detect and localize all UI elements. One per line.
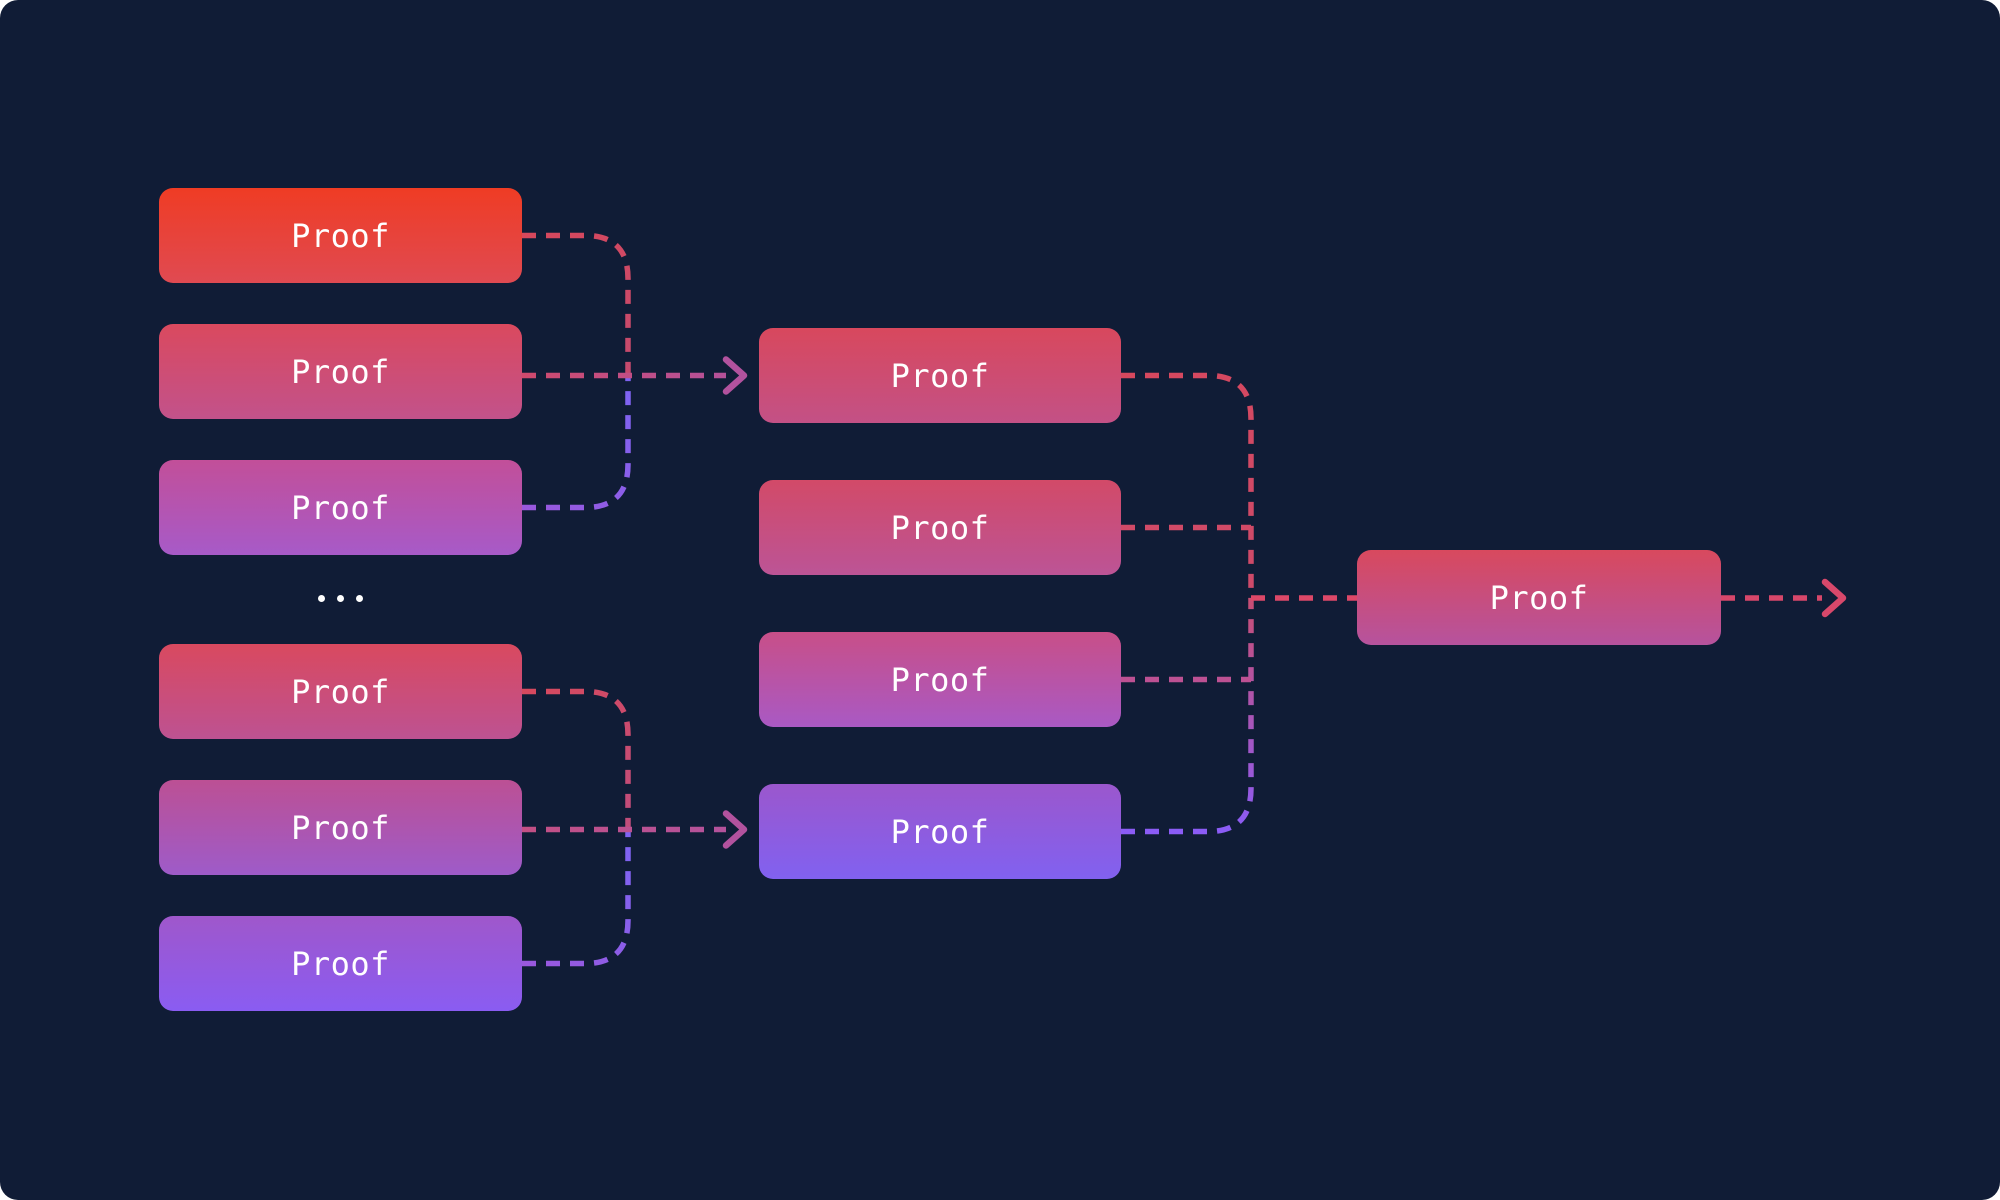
dot-icon [356, 594, 363, 602]
connector-mid1-merge [1121, 372, 1254, 598]
proof-node-label: Proof [291, 672, 390, 711]
proof-node-label: Proof [890, 660, 990, 699]
proof-node-output: Proof [1357, 550, 1721, 645]
proof-node-label: Proof [890, 356, 990, 395]
proof-node-input-5: Proof [159, 780, 522, 875]
ellipsis-dots [159, 585, 522, 611]
proof-node-label: Proof [291, 352, 390, 391]
arrowhead-top-icon [722, 356, 748, 395]
dot-icon [318, 594, 325, 602]
arrowhead-bottom-icon [722, 810, 748, 849]
proof-node-label: Proof [890, 508, 990, 547]
proof-node-input-3: Proof [159, 460, 522, 555]
dot-icon [337, 594, 344, 602]
proof-node-middle-4: Proof [759, 784, 1121, 879]
proof-node-label: Proof [1489, 578, 1589, 617]
arrowhead-output-icon [1821, 578, 1847, 618]
proof-node-label: Proof [890, 812, 990, 851]
connector-left6-merge [522, 829, 631, 967]
proof-node-input-6: Proof [159, 916, 522, 1011]
proof-node-input-1: Proof [159, 188, 522, 283]
connector-mid4-merge [1121, 598, 1254, 835]
proof-node-label: Proof [291, 808, 390, 847]
proof-node-label: Proof [291, 944, 390, 983]
proof-node-middle-1: Proof [759, 328, 1121, 423]
proof-node-input-4: Proof [159, 644, 522, 739]
proof-node-middle-3: Proof [759, 632, 1121, 727]
connector-left4-merge [522, 688, 631, 830]
proof-node-label: Proof [291, 216, 390, 255]
proof-node-middle-2: Proof [759, 480, 1121, 575]
proof-node-input-2: Proof [159, 324, 522, 419]
connector-left3-merge [522, 375, 631, 511]
connector-left1-merge [522, 232, 631, 376]
proof-node-label: Proof [291, 488, 390, 527]
